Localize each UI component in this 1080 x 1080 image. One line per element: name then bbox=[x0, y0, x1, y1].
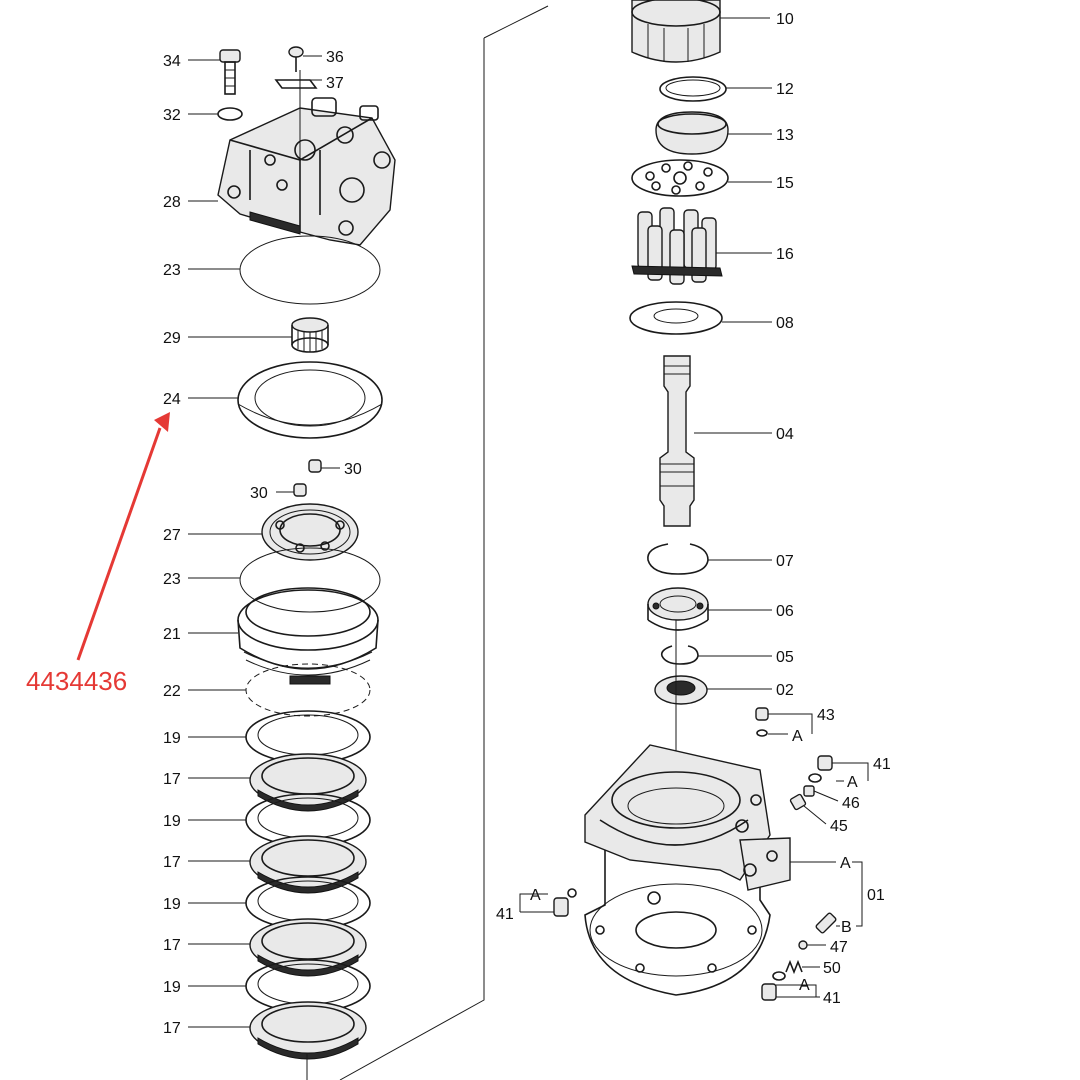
callout-05: 05 bbox=[776, 649, 794, 666]
part-45-valve bbox=[789, 793, 807, 811]
part-17-friction-plate-4 bbox=[249, 1001, 367, 1060]
callout-50: 50 bbox=[823, 960, 841, 977]
part-21-ring-housing bbox=[237, 587, 379, 685]
callout-47: 47 bbox=[830, 939, 848, 956]
part-23-o-ring-lower bbox=[239, 547, 381, 613]
callout-10: 10 bbox=[776, 11, 794, 28]
part-27-brake-piston bbox=[261, 503, 359, 561]
part-43-o-ring bbox=[756, 729, 768, 737]
callout-19-c: 19 bbox=[163, 896, 181, 913]
callout-17-c: 17 bbox=[163, 937, 181, 954]
callout-17-b: 17 bbox=[163, 854, 181, 871]
callout-a-4: A bbox=[530, 887, 541, 904]
callout-01: 01 bbox=[867, 887, 885, 904]
callout-19-a: 19 bbox=[163, 730, 181, 747]
part-23-o-ring-upper bbox=[239, 235, 381, 305]
callout-22: 22 bbox=[163, 683, 181, 700]
callout-16: 16 bbox=[776, 246, 794, 263]
callout-17-d: 17 bbox=[163, 1020, 181, 1037]
callout-32: 32 bbox=[163, 107, 181, 124]
callout-23-lower: 23 bbox=[163, 571, 181, 588]
callout-15: 15 bbox=[776, 175, 794, 192]
part-28-valve-housing bbox=[217, 97, 396, 246]
part-17-friction-plate-1 bbox=[249, 753, 367, 812]
callout-30-lower: 30 bbox=[250, 485, 268, 502]
annotation-part-number: 4434436 bbox=[26, 666, 127, 696]
part-05-snap-ring bbox=[660, 645, 699, 665]
callout-41-left: 41 bbox=[496, 906, 514, 923]
part-17-friction-plate-2 bbox=[249, 835, 367, 894]
callout-13: 13 bbox=[776, 127, 794, 144]
part-02-oil-seal bbox=[654, 675, 708, 705]
callout-28: 28 bbox=[163, 194, 181, 211]
callout-46: 46 bbox=[842, 795, 860, 812]
callout-21: 21 bbox=[163, 626, 181, 643]
part-41-plug-upper bbox=[817, 755, 833, 771]
part-47-ball bbox=[798, 940, 808, 950]
part-13-ball-guide bbox=[655, 111, 729, 155]
callout-36: 36 bbox=[326, 49, 344, 66]
callout-41-upper: 41 bbox=[873, 756, 891, 773]
callout-41-lower: 41 bbox=[823, 990, 841, 1007]
red-annotation-arrow bbox=[76, 412, 170, 661]
part-50-spring bbox=[785, 959, 803, 975]
section-divider-line bbox=[339, 5, 549, 1080]
callout-43: 43 bbox=[817, 707, 835, 724]
part-04-drive-shaft bbox=[659, 355, 695, 527]
part-30-plug-lower bbox=[293, 483, 307, 497]
part-16-piston-assembly bbox=[631, 207, 723, 285]
part-41-o-ring-upper bbox=[808, 773, 822, 783]
callout-a-5: A bbox=[799, 977, 810, 994]
callout-45: 45 bbox=[830, 818, 848, 835]
callout-02: 02 bbox=[776, 682, 794, 699]
part-07-snap-ring bbox=[647, 543, 709, 575]
part-30-plug-upper bbox=[308, 459, 322, 473]
part-29-needle-bearing bbox=[291, 317, 329, 353]
callout-23-upper: 23 bbox=[163, 262, 181, 279]
callout-34: 34 bbox=[163, 53, 181, 70]
part-b-relief-valve bbox=[815, 912, 837, 934]
callout-17-a: 17 bbox=[163, 771, 181, 788]
callout-29: 29 bbox=[163, 330, 181, 347]
callout-08: 08 bbox=[776, 315, 794, 332]
part-37-plate bbox=[274, 79, 318, 89]
callout-b: B bbox=[841, 919, 852, 936]
part-34-bolt bbox=[219, 49, 241, 95]
part-10-cylinder-block bbox=[631, 0, 721, 63]
part-08-swash-plate bbox=[629, 301, 723, 335]
callout-a-3: A bbox=[840, 855, 851, 872]
part-24-thrust-plate bbox=[237, 361, 383, 439]
part-12-ring bbox=[659, 76, 727, 102]
callout-30-upper: 30 bbox=[344, 461, 362, 478]
part-41-plug-left bbox=[553, 897, 569, 917]
part-36-screw bbox=[288, 46, 304, 72]
callout-07: 07 bbox=[776, 553, 794, 570]
callout-19-b: 19 bbox=[163, 813, 181, 830]
callout-37: 37 bbox=[326, 75, 344, 92]
callout-12: 12 bbox=[776, 81, 794, 98]
callout-19-d: 19 bbox=[163, 979, 181, 996]
callout-27: 27 bbox=[163, 527, 181, 544]
part-41-plug-lower bbox=[761, 983, 777, 1001]
part-22-o-ring bbox=[245, 663, 371, 717]
callout-04: 04 bbox=[776, 426, 794, 443]
callout-a-1: A bbox=[792, 728, 803, 745]
part-43-plug bbox=[755, 707, 769, 721]
part-01-motor-housing bbox=[584, 744, 791, 996]
part-06-ball-bearing bbox=[647, 587, 709, 631]
callout-24: 24 bbox=[163, 391, 181, 408]
part-15-retainer-plate bbox=[631, 159, 729, 197]
leader-lines bbox=[188, 17, 869, 1028]
part-46-fitting bbox=[803, 785, 815, 797]
part-32-washer bbox=[217, 107, 243, 121]
callout-a-2: A bbox=[847, 774, 858, 791]
part-17-friction-plate-3 bbox=[249, 918, 367, 977]
callout-06: 06 bbox=[776, 603, 794, 620]
